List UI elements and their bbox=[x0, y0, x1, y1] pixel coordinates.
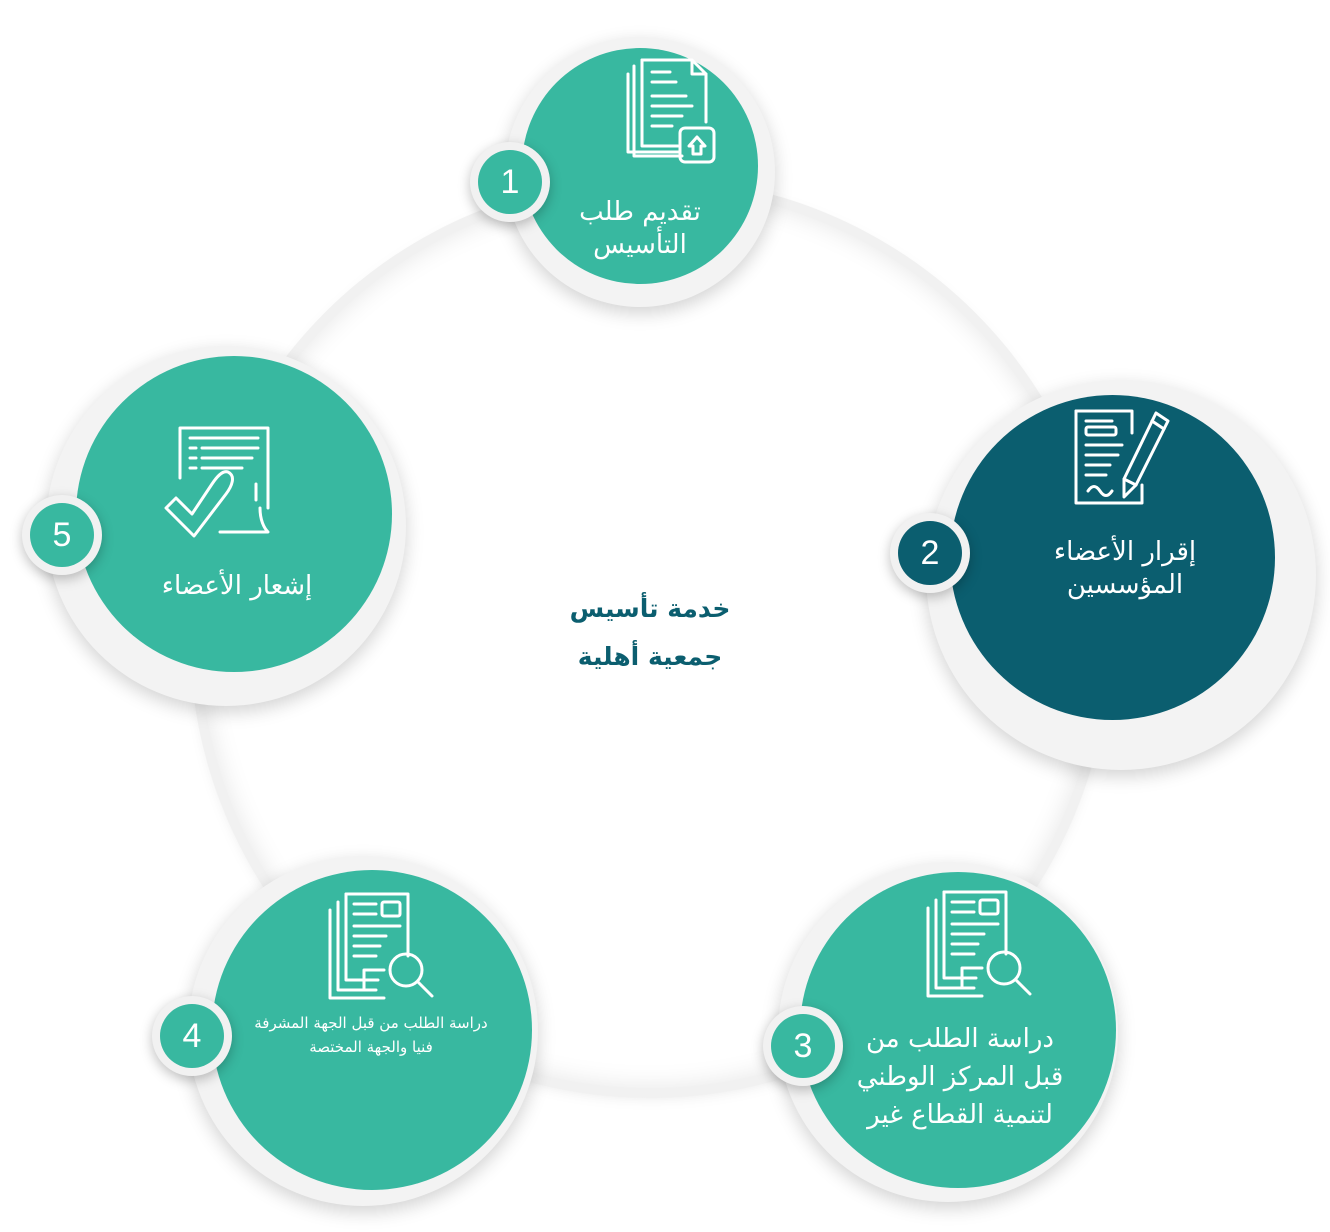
center-title-line-1: خدمة تأسيس bbox=[569, 594, 731, 623]
document-search-icon bbox=[922, 888, 1036, 1002]
document-search-icon bbox=[324, 890, 438, 1004]
step-5-label-line-1: إشعار الأعضاء bbox=[161, 571, 313, 601]
step-2-number-circle: 2 bbox=[898, 521, 962, 585]
step-4-number: 4 bbox=[182, 1016, 202, 1055]
step-1-badge: 1 bbox=[470, 142, 550, 222]
step-4-badge: 4 bbox=[152, 996, 232, 1076]
step-2-label-line-1: إقرار الأعضاء bbox=[1053, 537, 1197, 567]
step-3-label-line-2: قبل المركز الوطني bbox=[856, 1062, 1064, 1092]
step-1-number: 1 bbox=[500, 162, 520, 201]
contract-pen-icon bbox=[1072, 405, 1176, 507]
center-title: خدمة تأسيس جمعية أهلية bbox=[500, 585, 800, 681]
step-2-circle bbox=[950, 395, 1275, 720]
step-1-number-circle: 1 bbox=[478, 150, 542, 214]
step-3-label: دراسة الطلب من قبل المركز الوطني لتنمية … bbox=[840, 1020, 1080, 1134]
step-1-label: تقديم طلب التأسيس bbox=[560, 196, 720, 262]
step-2-number: 2 bbox=[920, 533, 940, 572]
step-3-number: 3 bbox=[793, 1026, 813, 1065]
step-4-label: دراسة الطلب من قبل الجهة المشرفة فنيا وا… bbox=[226, 1011, 516, 1059]
step-4-label-line-2: فنيا والجهة المختصة bbox=[309, 1038, 433, 1056]
step-4-number-circle: 4 bbox=[160, 1004, 224, 1068]
center-title-line-2: جمعية أهلية bbox=[577, 642, 723, 671]
step-5-circle bbox=[76, 356, 392, 672]
step-3-label-line-1: دراسة الطلب من bbox=[866, 1024, 1054, 1054]
step-4-label-line-1: دراسة الطلب من قبل الجهة المشرفة bbox=[254, 1014, 488, 1032]
step-2-label: إقرار الأعضاء المؤسسين bbox=[1020, 536, 1230, 602]
step-5-number-circle: 5 bbox=[30, 503, 94, 567]
step-2-label-line-2: المؤسسين bbox=[1066, 570, 1184, 600]
step-3-label-line-3: لتنمية القطاع غير bbox=[867, 1100, 1053, 1130]
document-check-icon bbox=[160, 424, 276, 542]
step-2-badge: 2 bbox=[890, 513, 970, 593]
step-1-label-line-2: التأسيس bbox=[593, 230, 687, 260]
step-3-number-circle: 3 bbox=[771, 1014, 835, 1078]
document-upload-icon bbox=[620, 56, 730, 168]
step-1-circle bbox=[522, 48, 758, 284]
step-5-number: 5 bbox=[52, 515, 72, 554]
step-3-badge: 3 bbox=[763, 1006, 843, 1086]
step-1-label-line-1: تقديم طلب bbox=[579, 197, 701, 227]
step-4-circle bbox=[212, 870, 532, 1190]
step-5-label: إشعار الأعضاء bbox=[132, 570, 342, 603]
step-5-badge: 5 bbox=[22, 495, 102, 575]
